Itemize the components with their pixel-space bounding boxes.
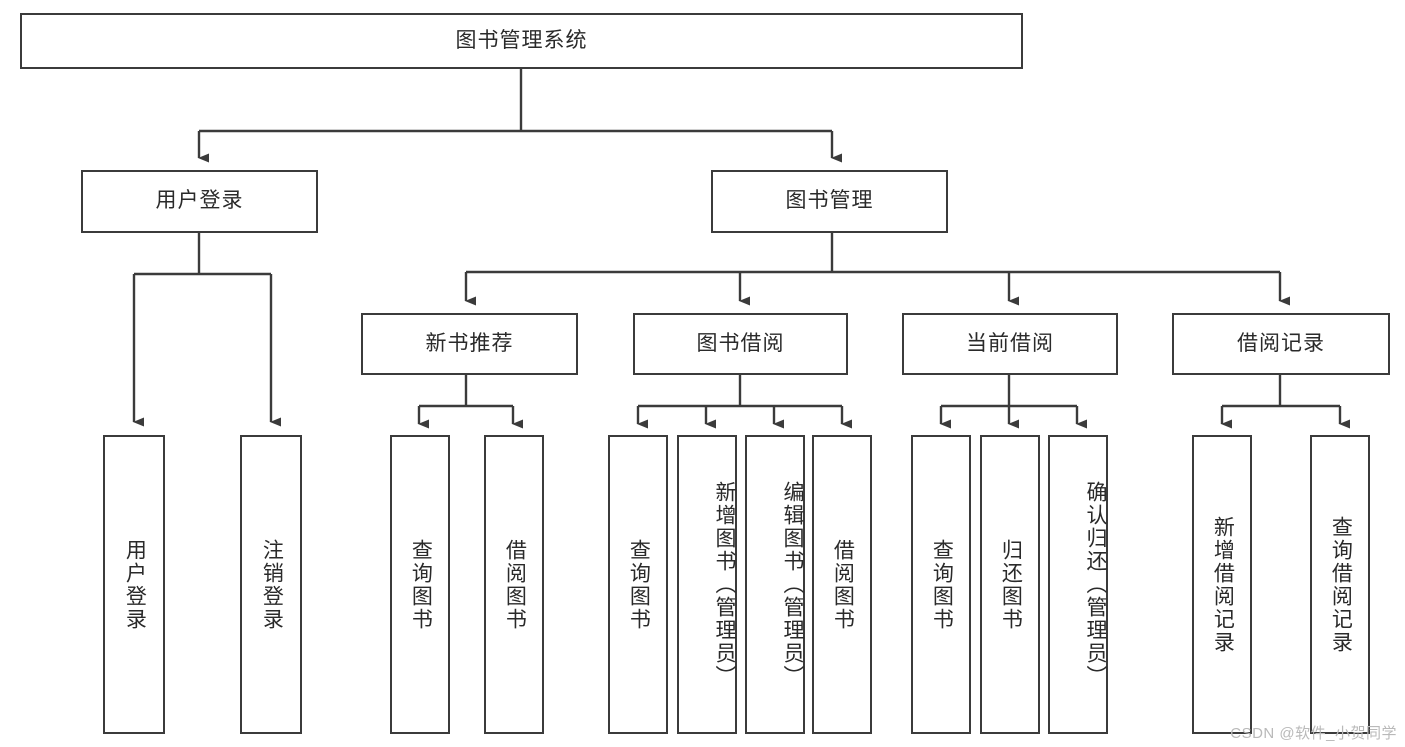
node-book-manage[interactable]: 图书管理: [711, 170, 948, 233]
node-book-borrow[interactable]: 图书借阅: [633, 313, 848, 375]
leaf-br-add-record-label: 新增借阅记录: [1211, 515, 1235, 654]
node-root-label: 图书管理系统: [455, 28, 588, 52]
leaf-br-add-record[interactable]: 新增借阅记录: [1192, 435, 1252, 734]
node-user-login[interactable]: 用户登录: [81, 170, 318, 233]
leaf-user-logout[interactable]: 注销登录: [240, 435, 302, 734]
leaf-cb-confirm-return-label: 确认归还（管理员）: [1084, 481, 1107, 688]
leaf-user-login[interactable]: 用户登录: [103, 435, 165, 734]
node-current-borrow[interactable]: 当前借阅: [902, 313, 1118, 375]
node-borrow-record[interactable]: 借阅记录: [1172, 313, 1390, 375]
leaf-cb-return-book[interactable]: 归还图书: [980, 435, 1040, 734]
leaf-bb-edit-book-label: 编辑图书（管理员）: [781, 481, 804, 688]
leaf-nb-borrow-book-label: 借阅图书: [503, 538, 527, 631]
leaf-bb-add-book-label: 新增图书（管理员）: [713, 481, 736, 688]
leaf-nb-borrow-book[interactable]: 借阅图书: [484, 435, 544, 734]
leaf-bb-edit-book[interactable]: 编辑图书（管理员）: [745, 435, 805, 734]
leaf-user-logout-label: 注销登录: [260, 538, 284, 631]
leaf-bb-borrow-book-label: 借阅图书: [831, 538, 855, 631]
leaf-nb-query-book-label: 查询图书: [409, 538, 433, 631]
node-borrow-record-label: 借阅记录: [1237, 331, 1325, 355]
node-book-manage-label: 图书管理: [785, 189, 874, 213]
leaf-bb-borrow-book[interactable]: 借阅图书: [812, 435, 872, 734]
leaf-nb-query-book[interactable]: 查询图书: [390, 435, 450, 734]
leaf-bb-query-book-label: 查询图书: [627, 538, 651, 631]
leaf-cb-return-book-label: 归还图书: [999, 538, 1023, 631]
leaf-cb-confirm-return[interactable]: 确认归还（管理员）: [1048, 435, 1108, 734]
leaf-cb-query-book[interactable]: 查询图书: [911, 435, 971, 734]
node-new-book-recommend[interactable]: 新书推荐: [361, 313, 578, 375]
leaf-bb-query-book[interactable]: 查询图书: [608, 435, 668, 734]
leaf-user-login-label: 用户登录: [123, 538, 147, 631]
node-current-borrow-label: 当前借阅: [966, 331, 1054, 355]
watermark: CSDN @软件_小贺同学: [1230, 725, 1397, 742]
leaf-br-query-record-label: 查询借阅记录: [1329, 515, 1353, 654]
leaf-cb-query-book-label: 查询图书: [930, 538, 954, 631]
node-new-book-recommend-label: 新书推荐: [425, 331, 514, 355]
leaf-br-query-record[interactable]: 查询借阅记录: [1310, 435, 1370, 734]
node-book-borrow-label: 图书借阅: [696, 331, 785, 355]
node-user-login-label: 用户登录: [155, 189, 244, 213]
node-root[interactable]: 图书管理系统: [20, 13, 1023, 69]
leaf-bb-add-book[interactable]: 新增图书（管理员）: [677, 435, 737, 734]
